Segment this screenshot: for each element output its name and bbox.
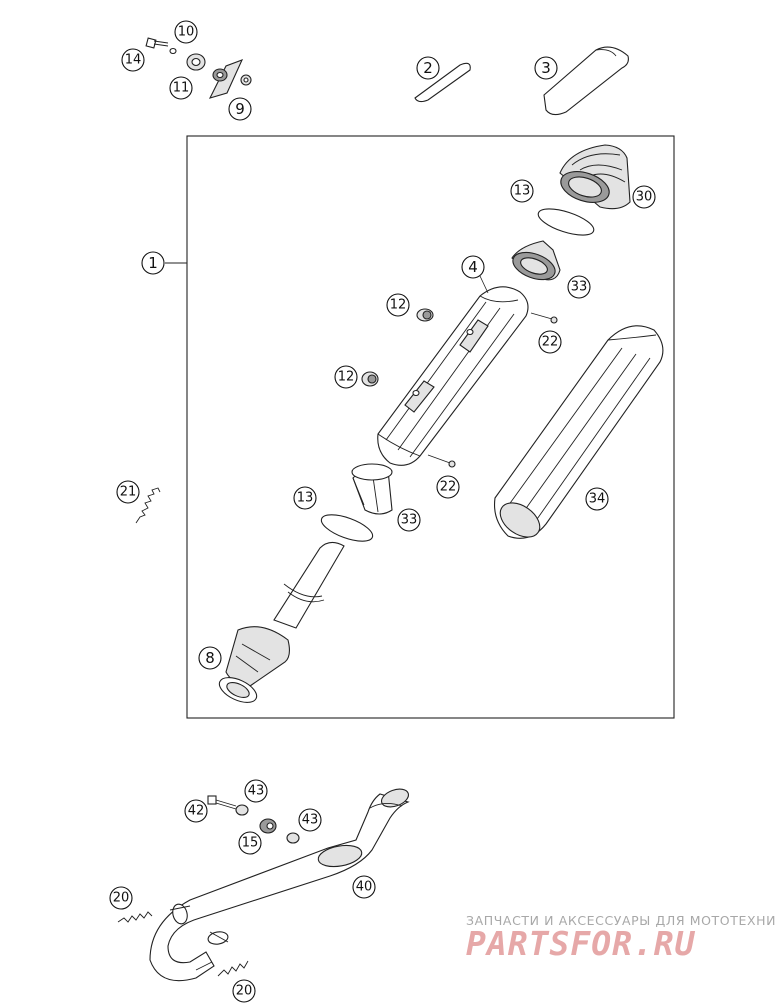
callout-4: 4 (461, 255, 485, 279)
callout-20-lower: 20 (232, 979, 256, 1003)
svg-text:4: 4 (468, 258, 478, 276)
svg-text:30: 30 (636, 190, 653, 205)
callout-33-upper: 33 (567, 275, 591, 299)
gasket-part-13-upper (537, 208, 595, 236)
svg-text:9: 9 (235, 100, 245, 118)
svg-text:14: 14 (125, 53, 142, 68)
callout-20-upper: 20 (109, 886, 133, 910)
svg-text:11: 11 (173, 81, 190, 96)
svg-text:22: 22 (440, 480, 457, 495)
silencer-assembly-frame (186, 135, 675, 719)
gasket-part-13-lower (320, 514, 374, 542)
washer-part-10 (169, 47, 177, 55)
svg-text:3: 3 (541, 59, 551, 77)
svg-text:21: 21 (120, 485, 137, 500)
grommet-part-12-upper (416, 308, 434, 322)
svg-text:43: 43 (302, 813, 319, 828)
svg-text:10: 10 (178, 25, 195, 40)
link-pipe-part-8 (218, 541, 345, 703)
callout-42: 42 (184, 799, 208, 823)
callout-22-lower: 22 (436, 475, 460, 499)
nut-part-9 (240, 74, 252, 86)
watermark-caption: ЗАПЧАСТИ И АКСЕССУАРЫ ДЛЯ МОТОТЕХНИКИ (466, 913, 775, 928)
callout-30: 30 (632, 185, 656, 209)
callout-14: 14 (121, 48, 145, 72)
spring-part-20-lower (217, 960, 249, 977)
callout-33-lower: 33 (397, 508, 421, 532)
callout-43-upper: 43 (244, 779, 268, 803)
bolt-part-42 (207, 795, 237, 810)
callout-12-lower: 12 (334, 365, 358, 389)
callout-13-lower: 13 (293, 486, 317, 510)
bracket-hardware-group (145, 37, 252, 99)
svg-text:2: 2 (423, 59, 433, 77)
callout-3: 3 (534, 56, 558, 80)
screw-part-22-lower (427, 454, 456, 468)
svg-text:22: 22 (542, 335, 559, 350)
svg-text:12: 12 (390, 298, 407, 313)
grommet-part-12-lower (361, 371, 379, 387)
svg-text:1: 1 (148, 254, 158, 272)
svg-text:33: 33 (401, 513, 418, 528)
guard-part-2 (414, 62, 471, 103)
svg-text:15: 15 (242, 836, 259, 851)
bolt-part-14 (145, 37, 169, 49)
spring-part-21 (135, 487, 161, 524)
svg-text:40: 40 (356, 880, 373, 895)
callout-12-upper: 12 (386, 293, 410, 317)
washer-part-43-lower (286, 832, 300, 844)
header-pipe-part-40 (149, 788, 410, 982)
spacer-part-15 (259, 818, 277, 834)
callout-11: 11 (169, 76, 193, 100)
svg-text:20: 20 (236, 984, 253, 999)
svg-text:42: 42 (188, 804, 205, 819)
svg-text:12: 12 (338, 370, 355, 385)
svg-text:13: 13 (514, 184, 531, 199)
callout-15: 15 (238, 831, 262, 855)
spring-part-20-upper (117, 911, 153, 923)
svg-text:20: 20 (113, 891, 130, 906)
sleeve-part-34 (493, 325, 664, 539)
silencer-body-part-4 (377, 286, 529, 466)
header-hardware-group (207, 795, 300, 844)
callout-9: 9 (228, 97, 252, 121)
callout-4-leader (479, 275, 489, 294)
cone-part-33-lower (351, 463, 393, 515)
callout-21: 21 (116, 480, 140, 504)
callout-40: 40 (352, 875, 376, 899)
callout-8: 8 (198, 646, 222, 670)
callout-13-upper: 13 (510, 179, 534, 203)
svg-text:33: 33 (571, 280, 588, 295)
callout-10: 10 (174, 20, 198, 44)
guard-part-3 (543, 46, 629, 116)
screw-part-22-upper (530, 312, 558, 324)
end-cap-part-30 (559, 144, 631, 210)
bracket-part (208, 59, 244, 99)
svg-text:8: 8 (205, 649, 215, 667)
svg-text:13: 13 (297, 491, 314, 506)
callout-34: 34 (585, 487, 609, 511)
callout-2: 2 (416, 56, 440, 80)
callout-43-lower: 43 (298, 808, 322, 832)
washer-part-43-upper (235, 804, 249, 816)
cone-part-33-upper (511, 240, 561, 281)
watermark-logo: PARTSFOR.RU (466, 924, 696, 963)
svg-text:34: 34 (589, 492, 606, 507)
svg-text:43: 43 (248, 784, 265, 799)
callout-22-upper: 22 (538, 330, 562, 354)
bushing-part-11 (186, 53, 206, 71)
callout-1: 1 (141, 251, 165, 275)
